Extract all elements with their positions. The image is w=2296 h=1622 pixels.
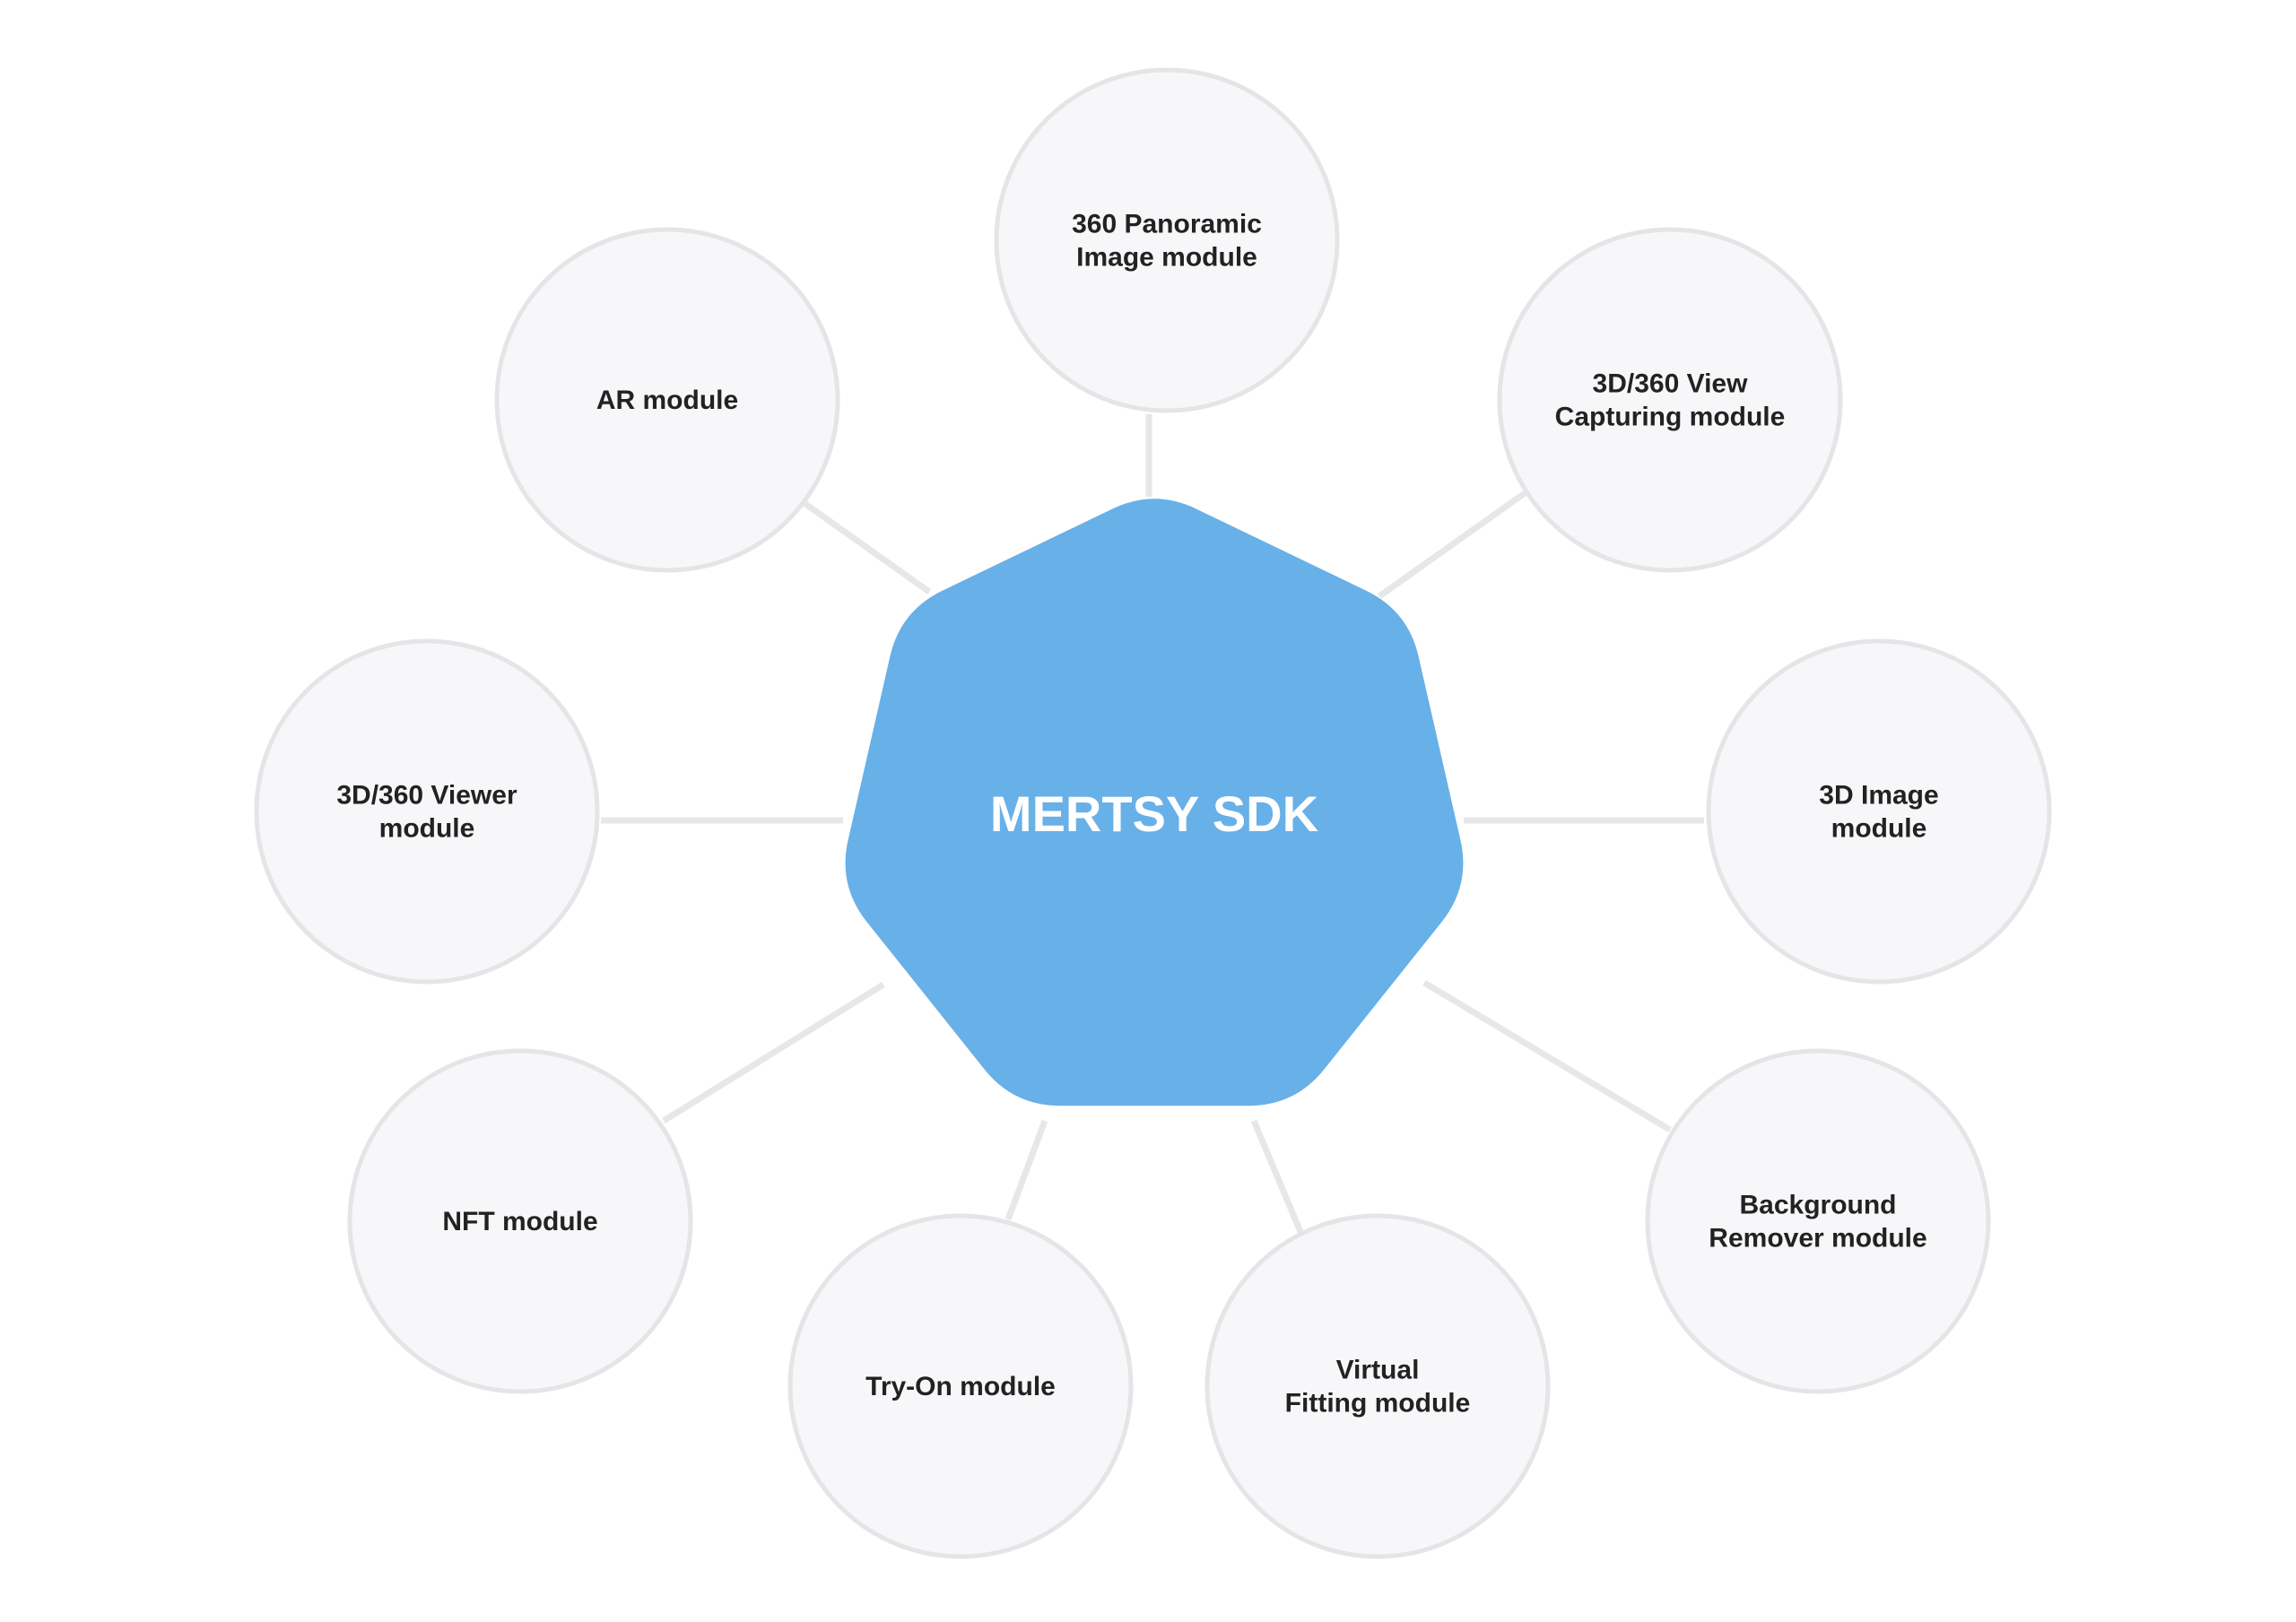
module-circle	[347, 1048, 693, 1394]
connector-ar	[803, 501, 932, 594]
module-label-line: NFT module	[442, 1207, 597, 1236]
module-label: AR module	[596, 386, 738, 415]
module-label-line: AR module	[596, 386, 738, 415]
module-circle	[1497, 227, 1843, 573]
connector-capturing	[1377, 490, 1527, 599]
hub-heptagon	[845, 499, 1464, 1106]
module-node-tryon: Try-On module	[787, 1213, 1134, 1559]
module-label: Try-On module	[865, 1372, 1056, 1401]
connector-tryon	[1004, 1119, 1048, 1221]
module-label-line: 3D/360 Viewer	[336, 781, 517, 811]
module-circle	[254, 638, 600, 984]
module-label-line: Virtual	[1336, 1356, 1420, 1385]
connector-background	[1422, 979, 1672, 1133]
module-label-line: Remover module	[1709, 1224, 1926, 1253]
module-label-line: Try-On module	[865, 1372, 1056, 1401]
module-circle	[1205, 1213, 1551, 1559]
hub-label: MERTSY SDK	[990, 785, 1318, 842]
module-label-line: module	[1831, 814, 1927, 844]
module-label-line: module	[379, 814, 475, 844]
module-node-ar: AR module	[494, 227, 840, 573]
module-circle	[787, 1213, 1134, 1559]
connector-fitting	[1250, 1119, 1305, 1236]
module-label-line: Image module	[1076, 243, 1257, 273]
module-circle	[494, 227, 840, 573]
hub: MERTSY SDK	[845, 499, 1464, 1106]
module-label-line: 3D Image	[1819, 781, 1938, 811]
module-circle	[1645, 1048, 1991, 1394]
connectors	[601, 414, 1704, 1236]
module-circle	[1706, 638, 2052, 984]
module-node-nft: NFT module	[347, 1048, 693, 1394]
module-label-line: 360 Panoramic	[1072, 210, 1262, 239]
module-label: NFT module	[442, 1207, 597, 1236]
module-label-line: Capturing module	[1555, 403, 1786, 432]
module-label-line: Fitting module	[1285, 1389, 1471, 1418]
module-circle	[994, 67, 1340, 413]
module-label-line: 3D/360 View	[1593, 369, 1749, 399]
connector-nft	[662, 982, 885, 1123]
module-label-line: Background	[1739, 1191, 1896, 1220]
